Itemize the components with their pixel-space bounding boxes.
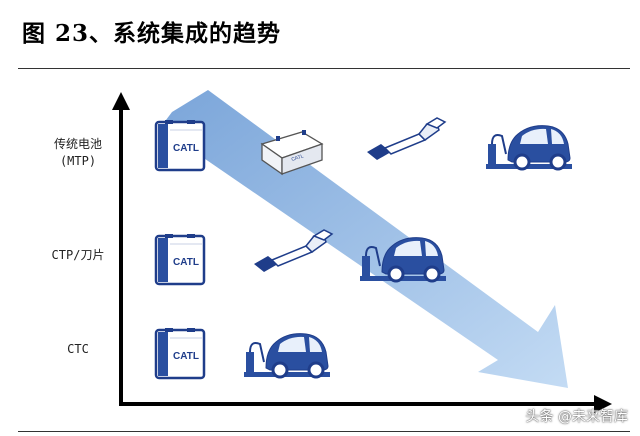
battery-cell-icon: CATL (154, 232, 206, 286)
ylabel-ctc: CTC (38, 341, 118, 358)
ylabel-traditional: 传统电池 (MTP) (38, 136, 118, 170)
cell-label: CATL (173, 143, 199, 154)
trend-arrow (160, 90, 568, 388)
svg-text:CATL: CATL (291, 153, 305, 163)
top-rule (18, 68, 630, 69)
ylabel-ctc-line1: CTC (67, 342, 89, 356)
ylabel-ctp-line1: CTP/刀片 (51, 248, 105, 262)
ylabel-traditional-line1: 传统电池 (53, 137, 102, 151)
figure-title: 图 23、系统集成的趋势 (22, 20, 282, 47)
battery-module-icon: CATL (260, 130, 324, 176)
blade-pack-icon (366, 117, 446, 161)
battery-cell-icon: CATL (154, 118, 206, 172)
y-axis-arrowhead (112, 92, 130, 110)
watermark: 头条 @未来智库 (525, 409, 628, 425)
ev-car-icon (484, 124, 574, 171)
ev-car-icon (242, 332, 332, 379)
x-axis-arrowhead (594, 395, 612, 413)
bottom-rule (18, 431, 630, 432)
cell-label: CATL (173, 351, 199, 362)
cell-label: CATL (173, 257, 199, 268)
ylabel-traditional-line2: (MTP) (59, 154, 97, 168)
ylabel-ctp: CTP/刀片 (36, 247, 120, 264)
blade-pack-icon (253, 229, 333, 273)
battery-cell-icon: CATL (154, 326, 206, 380)
